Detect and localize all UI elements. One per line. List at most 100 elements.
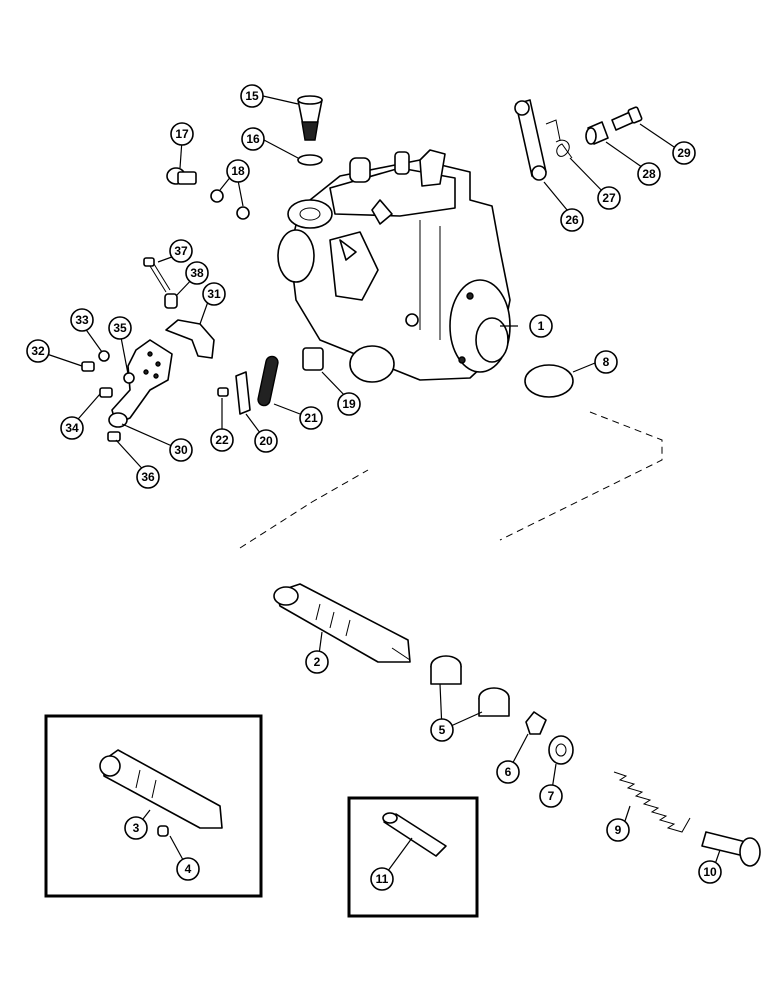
svg-text:10: 10 [703,865,717,879]
svg-text:28: 28 [642,167,656,181]
callout-7: 7 [539,784,563,808]
banjo-bolt [166,167,197,185]
callout-28: 28 [637,162,661,186]
svg-text:36: 36 [141,470,155,484]
alt-drive-shaft [99,749,223,829]
inset-box-pin [347,796,479,918]
svg-text:6: 6 [505,765,512,779]
dashed-outline [239,411,663,549]
svg-text:22: 22 [215,433,229,447]
callout-5: 5 [430,718,454,742]
svg-text:34: 34 [65,421,79,435]
svg-text:37: 37 [174,244,188,258]
svg-text:17: 17 [175,127,189,141]
svg-text:11: 11 [376,872,389,886]
callout-33: 33 [70,308,94,332]
callout-34: 34 [60,416,84,440]
callout-29: 29 [672,141,696,165]
cover-plate-20 [235,371,251,415]
o-ring-8 [524,364,574,398]
callout-30: 30 [169,438,193,462]
svg-text:15: 15 [245,89,259,103]
svg-text:21: 21 [304,411,318,425]
torsion-spring [545,119,573,159]
washer-18b [236,206,250,220]
callout-15: 15 [240,84,264,108]
svg-text:3: 3 [133,821,140,835]
delivery-valve-holder [297,95,323,141]
callout-38: 38 [185,261,209,285]
screw-22 [217,387,229,397]
callout-16: 16 [241,127,265,151]
callout-21: 21 [299,406,323,430]
callout-26: 26 [560,208,584,232]
o-ring-16 [297,154,323,166]
svg-text:1: 1 [538,319,545,333]
callout-22: 22 [210,428,234,452]
callout-17: 17 [170,122,194,146]
screw-29 [611,106,643,131]
svg-text:8: 8 [603,355,610,369]
screw-36 [107,431,121,442]
callout-19: 19 [337,392,361,416]
svg-text:35: 35 [113,321,127,335]
svg-text:38: 38 [190,266,204,280]
callout-27: 27 [597,186,621,210]
svg-text:29: 29 [677,146,691,160]
svg-text:7: 7 [548,789,555,803]
svg-text:32: 32 [31,344,45,358]
drive-shaft [273,583,411,663]
governor-plate [108,339,173,428]
screw-34 [99,387,113,398]
svg-text:19: 19 [342,397,356,411]
spring-9 [613,771,691,833]
callout-20: 20 [254,429,278,453]
throttle-lever [514,99,547,181]
svg-text:16: 16 [246,132,260,146]
callout-3: 3 [124,816,148,840]
svg-text:26: 26 [565,213,579,227]
bracket-31 [165,319,215,359]
pin-11 [382,812,447,857]
washer-18a [210,189,224,203]
svg-text:20: 20 [259,434,273,448]
snap-ring-6 [525,711,547,735]
washer-33 [98,350,110,362]
callout-31: 31 [202,282,226,306]
inset-box-shaft [44,714,263,898]
gasket-21 [257,355,279,407]
pin-10 [701,831,761,867]
callout-4: 4 [176,857,200,881]
callout-8: 8 [594,350,618,374]
screw-32 [81,361,95,372]
bushing-28 [585,121,609,145]
key-4 [157,825,169,837]
svg-text:4: 4 [185,862,192,876]
pump-housing [277,149,511,383]
plug-19 [302,347,324,371]
svg-text:9: 9 [615,823,622,837]
svg-text:18: 18 [231,164,245,178]
bushing-5a [430,655,462,685]
callout-18: 18 [226,159,250,183]
svg-text:31: 31 [207,287,221,301]
svg-text:2: 2 [314,655,321,669]
svg-text:33: 33 [75,313,89,327]
svg-text:27: 27 [602,191,616,205]
callout-1: 1 [529,314,553,338]
callout-37: 37 [169,239,193,263]
svg-text:5: 5 [439,723,446,737]
nut-7 [548,735,574,765]
screw-37 [143,257,171,293]
callout-10: 10 [698,860,722,884]
callout-2: 2 [305,650,329,674]
svg-text:30: 30 [174,443,188,457]
nut-38 [164,293,178,309]
callout-9: 9 [606,818,630,842]
callout-11: 11 [370,867,394,891]
callout-32: 32 [26,339,50,363]
callout-6: 6 [496,760,520,784]
callout-35: 35 [108,316,132,340]
bushing-5b [478,687,510,717]
